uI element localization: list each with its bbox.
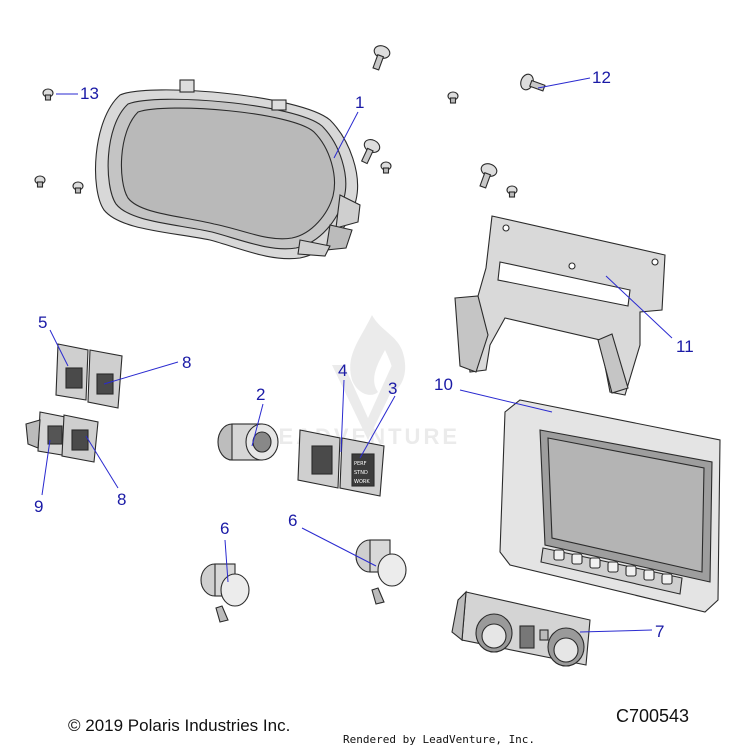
callout-13: 13 — [80, 84, 99, 103]
switch-label-perf: PERF — [354, 461, 367, 467]
callout-10: 10 — [434, 375, 453, 394]
callout-7: 7 — [655, 622, 664, 641]
callout-8-bottom: 8 — [117, 490, 126, 509]
callout-3: 3 — [388, 379, 397, 398]
copyright-text: © 2019 Polaris Industries Inc. — [68, 716, 291, 735]
round-switch — [217, 423, 279, 461]
callout-numbers: 1 2 3 4 5 6 6 7 8 8 9 10 11 12 13 — [34, 68, 694, 641]
screws-13 — [34, 88, 518, 198]
power-outlet-right — [355, 539, 407, 605]
switch-pair-center: PERF STND WORK — [297, 429, 385, 497]
display-unit — [499, 399, 721, 613]
callout-6-left: 6 — [220, 519, 229, 538]
callout-12: 12 — [592, 68, 611, 87]
mounting-bracket — [454, 215, 666, 396]
rendered-by-text: Rendered by LeadVenture, Inc. — [343, 733, 536, 746]
display-buttons — [553, 549, 673, 585]
instrument-cluster — [95, 79, 361, 260]
callout-9: 9 — [34, 497, 43, 516]
callout-5: 5 — [38, 313, 47, 332]
callout-6-right: 6 — [288, 511, 297, 530]
rocker-switch-group-left — [25, 343, 123, 463]
power-outlet-left — [200, 563, 250, 623]
switch-label-stnd: STND — [354, 470, 368, 476]
leader-lines — [41, 77, 673, 633]
callout-8-top: 8 — [182, 353, 191, 372]
switch-label-work: WORK — [354, 479, 370, 485]
callout-4: 4 — [338, 361, 347, 380]
leadventure-watermark: LEADVENTURE — [262, 315, 457, 449]
callout-2: 2 — [256, 385, 265, 404]
callout-11: 11 — [676, 337, 694, 356]
screws-12 — [360, 45, 546, 189]
drawing-code: C700543 — [616, 706, 690, 726]
callout-1: 1 — [355, 93, 364, 112]
control-panel — [451, 590, 591, 667]
